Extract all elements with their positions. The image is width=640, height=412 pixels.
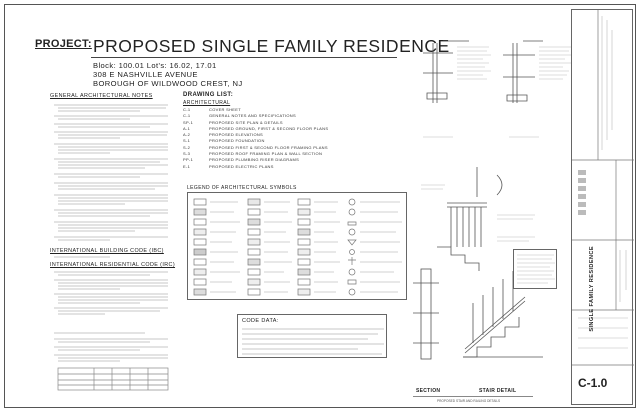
drawing-title: PROPOSED GROUND, FIRST & SECOND FLOOR PL… bbox=[209, 125, 329, 131]
legend-symbols bbox=[193, 198, 402, 296]
legend-box bbox=[187, 192, 407, 300]
project-street: 308 E NASHVILLE AVENUE bbox=[93, 70, 198, 79]
stair-detail-label: STAIR DETAIL bbox=[479, 388, 517, 394]
title-block: SINGLE FAMILY RESIDENCE C-1.0 bbox=[571, 9, 634, 405]
drawing-title: PROPOSED FOUNDATION bbox=[209, 138, 265, 144]
section-stair-details bbox=[413, 268, 543, 360]
ibc-heading: INTERNATIONAL BUILDING CODE (IBC) bbox=[50, 248, 164, 254]
list-item: S-3 PROPOSED ROOF FRAMING PLAN & WALL SEC… bbox=[183, 151, 358, 157]
list-item: E-1 PROPOSED ELECTRIC PLANS bbox=[183, 164, 358, 170]
drawing-list-heading: DRAWING LIST: bbox=[183, 92, 234, 98]
title-block-project-name: SINGLE FAMILY RESIDENCE bbox=[589, 246, 595, 332]
list-item: C-1 COVER SHEET bbox=[183, 107, 358, 113]
drawing-title: COVER SHEET bbox=[209, 107, 241, 112]
irc-heading: INTERNATIONAL RESIDENTIAL CODE (IRC) bbox=[50, 262, 176, 268]
code-data-heading: CODE DATA: bbox=[242, 318, 279, 324]
general-notes-heading: GENERAL ARCHITECTURAL NOTES bbox=[50, 93, 153, 99]
stair-caption: PROPOSED STAIR AND RAILING DETAILS bbox=[437, 399, 501, 403]
detail-underline bbox=[413, 396, 533, 397]
drawing-code: A-2 bbox=[183, 132, 191, 138]
general-notes-body bbox=[50, 101, 170, 245]
drawing-list-subheading: ARCHITECTURAL bbox=[183, 100, 231, 106]
list-item: PP-1 PROPOSED PLUMBING RISER DIAGRAMS bbox=[183, 157, 358, 163]
ibc-body bbox=[50, 254, 170, 260]
title-underline bbox=[91, 57, 397, 58]
drawing-code: S-3 bbox=[183, 151, 191, 157]
wall-details bbox=[423, 40, 571, 138]
drawing-code: SP-1 bbox=[183, 119, 194, 125]
drawing-code: C-1 bbox=[183, 107, 191, 112]
lower-notes bbox=[50, 330, 170, 391]
drawing-title: PROPOSED PLUMBING RISER DIAGRAMS bbox=[209, 157, 300, 163]
list-item: A-2 PROPOSED ELEVATIONS bbox=[183, 132, 358, 138]
drawing-title: GENERAL NOTES AND SPECIFICATIONS bbox=[209, 113, 296, 119]
list-item: S-1 PROPOSED FOUNDATION bbox=[183, 138, 358, 144]
list-item: SP-1 PROPOSED SITE PLAN & DETAILS bbox=[183, 120, 358, 126]
list-item: C-1 GENERAL NOTES AND SPECIFICATIONS bbox=[183, 113, 358, 119]
title-block-frame bbox=[572, 10, 634, 366]
project-borough: BOROUGH OF WILDWOOD CREST, NJ bbox=[93, 79, 243, 88]
drawing-code: E-1 bbox=[183, 163, 191, 169]
drawing-title: PROPOSED ROOF FRAMING PLAN & WALL SECTIO… bbox=[209, 151, 323, 157]
drawing-sheet: PROJECT: PROPOSED SINGLE FAMILY RESIDENC… bbox=[4, 4, 636, 408]
drawing-title: PROPOSED SITE PLAN & DETAILS bbox=[209, 119, 283, 125]
general-notes-text-lines bbox=[54, 104, 168, 241]
project-label: PROJECT: bbox=[35, 38, 92, 50]
drawing-code: A-1 bbox=[183, 125, 191, 131]
project-title: PROPOSED SINGLE FAMILY RESIDENCE bbox=[93, 36, 450, 56]
code-data-text-lines bbox=[242, 328, 384, 355]
sheet-number: C-1.0 bbox=[578, 376, 608, 390]
drawing-code: C-1 bbox=[183, 113, 191, 119]
drawing-code: S-2 bbox=[183, 144, 191, 150]
requirements-box bbox=[513, 249, 557, 289]
list-item: A-1 PROPOSED GROUND, FIRST & SECOND FLOOR… bbox=[183, 126, 358, 132]
drawing-code: S-1 bbox=[183, 138, 191, 144]
section-label: SECTION bbox=[416, 388, 441, 394]
irc-body bbox=[50, 269, 170, 319]
project-block-lots: Block: 100.01 Lot's: 16.02, 17.01 bbox=[93, 61, 217, 70]
list-item: S-2 PROPOSED FIRST & SECOND FLOOR FRAMING… bbox=[183, 145, 358, 151]
drawing-title: PROPOSED ELECTRIC PLANS bbox=[209, 163, 274, 169]
drawing-title: PROPOSED FIRST & SECOND FLOOR FRAMING PL… bbox=[209, 144, 328, 150]
code-data-box: CODE DATA: bbox=[237, 314, 387, 358]
railing-detail bbox=[421, 167, 535, 271]
drawing-title: PROPOSED ELEVATIONS bbox=[209, 132, 264, 138]
drawing-code: PP-1 bbox=[183, 157, 194, 163]
legend-heading: LEGEND OF ARCHITECTURAL SYMBOLS bbox=[187, 185, 297, 191]
